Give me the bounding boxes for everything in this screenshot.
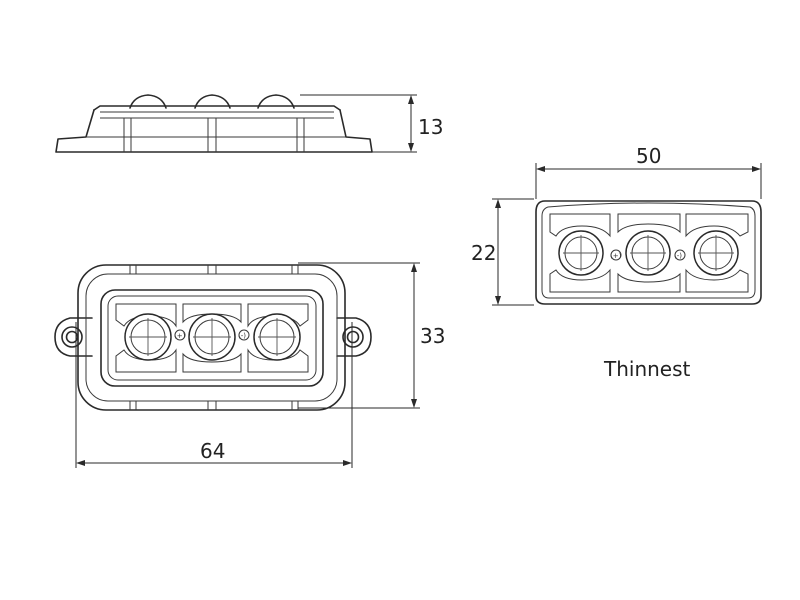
thinnest-view: (+) (-) 50 22 Thinnest [471, 144, 762, 381]
thin-height-label: 22 [471, 241, 496, 265]
thin-lens-cells [549, 213, 749, 293]
side-view: 13 [55, 94, 443, 153]
side-lens-dome-1 [129, 94, 167, 109]
front-pin-label-right: (-) [238, 332, 246, 340]
side-lens-dome-2 [194, 94, 231, 109]
thin-width-label: 50 [636, 144, 661, 168]
front-pin-label-left: (+) [174, 332, 186, 340]
thin-lens-3 [693, 230, 739, 276]
front-height-label: 33 [420, 324, 445, 348]
side-body [55, 109, 373, 153]
front-outer-housing [77, 264, 346, 411]
right-mounting-ear [336, 317, 372, 357]
thin-pin-label-left: (+) [610, 252, 622, 260]
thin-lens-1 [558, 230, 604, 276]
front-lens-3 [253, 313, 301, 361]
thinnest-caption: Thinnest [603, 357, 691, 381]
front-width-label: 64 [200, 439, 225, 463]
thin-pin-label-right: (-) [674, 252, 682, 260]
front-lens-1 [124, 313, 172, 361]
side-top-plate [93, 105, 341, 111]
side-lens-dome-3 [257, 94, 295, 109]
thin-lens-2 [625, 230, 671, 276]
thin-outer-housing [535, 200, 762, 305]
side-height-label: 13 [418, 115, 443, 139]
front-lens-2 [188, 313, 236, 361]
front-inner-frame [100, 289, 324, 387]
front-view: (+) (-) 33 64 [54, 262, 445, 468]
